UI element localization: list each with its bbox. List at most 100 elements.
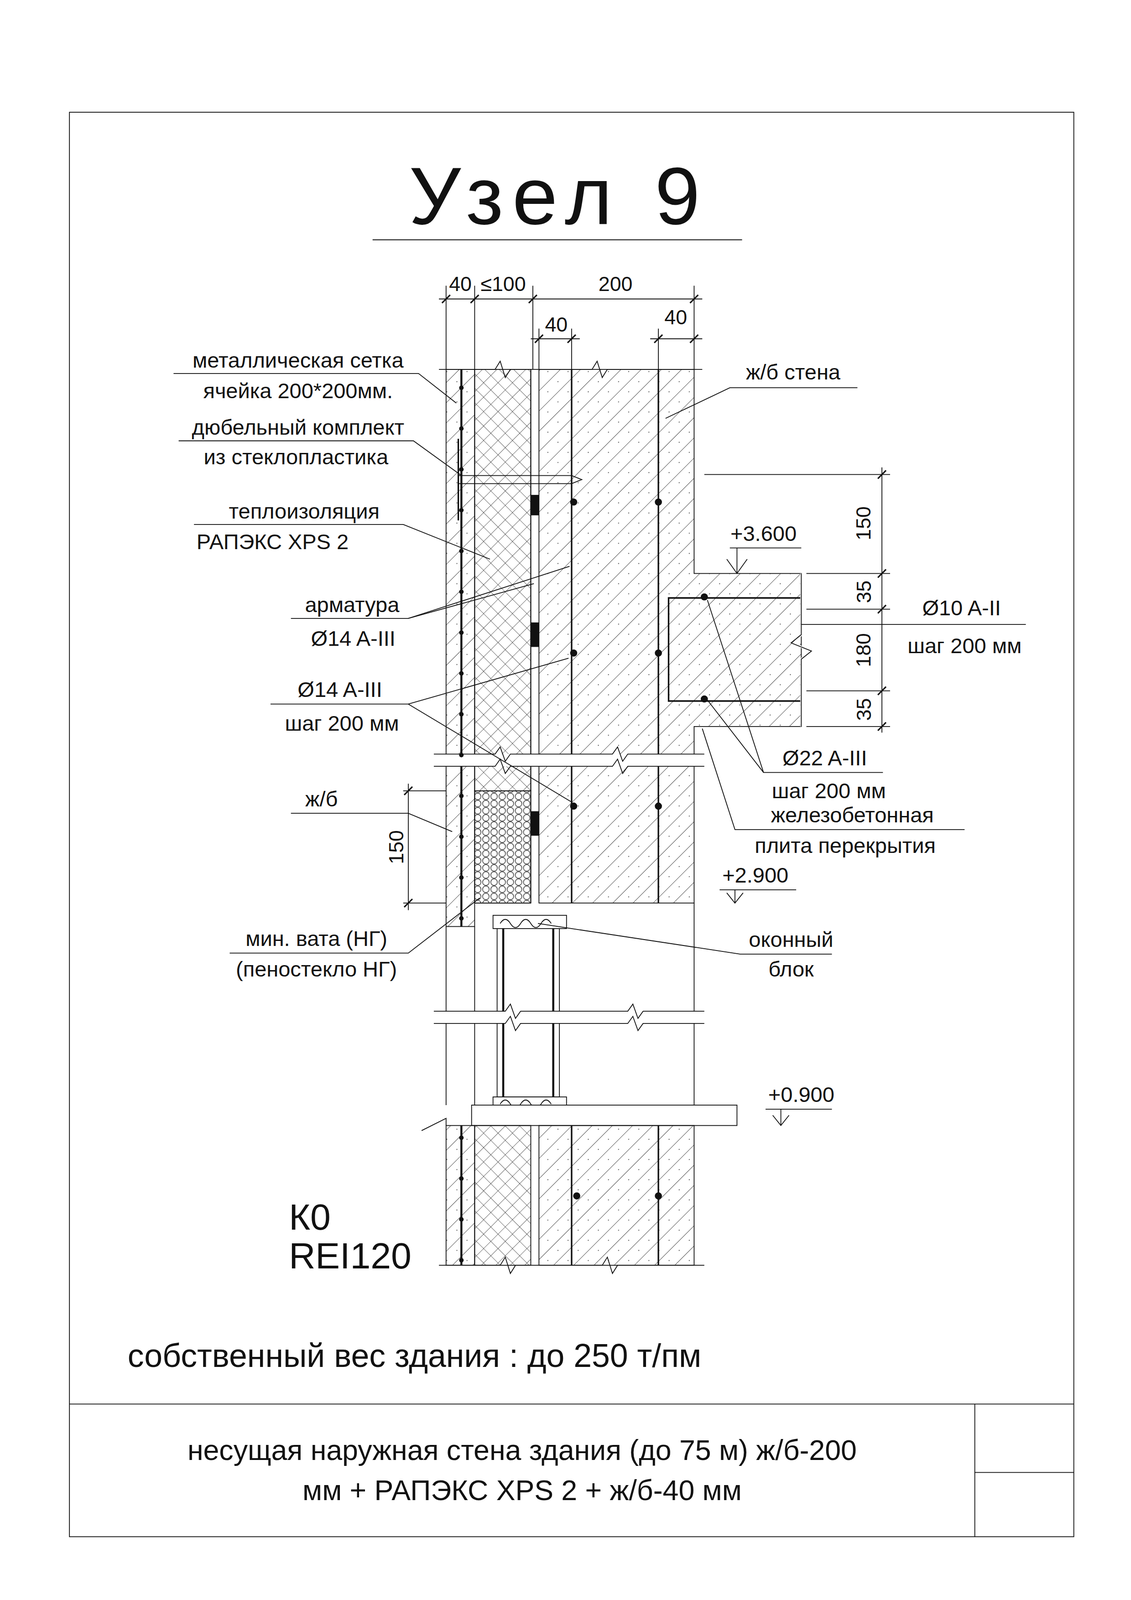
drawing-line (538, 1125, 694, 1267)
drawing-line (407, 783, 409, 911)
drawing-line (433, 1004, 705, 1019)
drawing-line (433, 754, 710, 767)
drawing-line (433, 1011, 710, 1024)
mesh-rebar-dot (458, 753, 464, 758)
drawing-line (654, 334, 663, 344)
drawing-line (806, 573, 890, 574)
callout-label: Ø10 A-II (922, 597, 1001, 619)
drawing-line (780, 1109, 782, 1126)
drawing-line (474, 369, 531, 792)
drawing-line (404, 787, 413, 796)
callout-label: (пеностекло НГ) (235, 958, 397, 980)
mesh-rebar-dot (458, 630, 464, 636)
dimension-text: 180 (853, 633, 874, 668)
drawing-line (438, 298, 703, 300)
mesh-rebar-dot (458, 1258, 464, 1263)
drawing-line (657, 328, 659, 370)
dimension-text: 40 (664, 307, 688, 328)
drawing-line (433, 1016, 705, 1031)
mesh-rebar-dot (458, 875, 464, 881)
drawing-line (700, 695, 709, 704)
dimension-text: 40 (544, 314, 568, 335)
load-note: собственный вес здания : до 250 т/пм (127, 1339, 702, 1373)
callout-label: мин. вата (НГ) (245, 927, 388, 950)
drawing-line (570, 369, 573, 904)
drawing-line (438, 361, 703, 378)
callout-label: Ø22 A-III (782, 747, 867, 769)
drawing-line (458, 385, 464, 1263)
drawing-line (534, 334, 543, 344)
drawing-line (657, 369, 659, 904)
drawing-line (881, 467, 883, 734)
mesh-rebar-dot (458, 793, 464, 799)
drawing-line (291, 583, 534, 619)
mesh-rebar-dot (458, 385, 464, 391)
callout-label: шаг 200 мм (907, 635, 1022, 657)
mesh-rebar-dot (458, 548, 464, 554)
dimension-text: 35 (853, 698, 874, 721)
drawing-line (654, 802, 662, 811)
drawing-line (493, 915, 567, 929)
level-mark: +2.900 (722, 864, 789, 887)
dimension-text: 200 (598, 273, 633, 295)
drawing-line (654, 498, 662, 506)
drawing-line (801, 624, 1026, 626)
drawing-line (408, 566, 570, 619)
drawing-line (689, 334, 699, 344)
drawing-line (442, 295, 699, 344)
drawing-line (404, 899, 413, 908)
drawing-line (877, 470, 887, 731)
drawing-line (270, 658, 569, 705)
drawing-line (460, 369, 463, 928)
drawing-line (707, 700, 764, 773)
callout-label: шаг 200 мм (285, 712, 400, 735)
drawing-line (570, 498, 578, 506)
mesh-rebar-dot (458, 1217, 464, 1223)
drawing-line (530, 622, 539, 648)
drawing-line (734, 890, 736, 904)
mesh-rebar-dot (458, 916, 464, 922)
drawing-line (500, 919, 552, 928)
drawing-line (69, 112, 1074, 1538)
drawing-line (538, 369, 802, 904)
drawing-line (772, 1115, 790, 1126)
drawing-line (693, 903, 695, 1106)
mesh-rebar-dot (458, 467, 464, 472)
callout-label: ж/б стена (745, 361, 841, 383)
fire-rating: REI120 (288, 1237, 412, 1275)
callout-label: блок (768, 958, 814, 980)
drawing-line (530, 495, 539, 516)
dimension-text: 150 (385, 830, 407, 865)
title-block-cell: несущая наружная стена здания (до 75 м) … (69, 1404, 975, 1538)
level-mark: +0.900 (768, 1084, 835, 1106)
dimension-text: ≤100 (480, 273, 526, 295)
drawing-line (528, 295, 537, 304)
drawing-line (877, 687, 887, 696)
drawing-line (69, 1404, 1074, 1406)
callout-label: арматура (304, 594, 400, 616)
drawing-line (729, 547, 802, 549)
drawing-line (474, 902, 531, 904)
mesh-rebar-dot (458, 589, 464, 595)
drawing-line (433, 759, 705, 774)
drawing-line (229, 898, 480, 954)
drawing-line (69, 112, 1074, 1538)
dimension-text: 150 (853, 506, 874, 541)
drawing-line (446, 369, 475, 928)
callout-label: из стеклопластика (203, 446, 389, 468)
drawing-line (372, 239, 743, 241)
drawing-line (173, 373, 457, 404)
callout-label: плита перекрытия (754, 834, 936, 857)
drawing-line (877, 722, 887, 731)
drawing-line (458, 475, 583, 485)
callout-label: Ø14 A-III (297, 678, 382, 701)
drawing-line (474, 1125, 531, 1267)
drawing-line (806, 690, 890, 692)
drawing-line (570, 802, 578, 811)
drawing-line (567, 334, 576, 344)
drawing-line (442, 295, 451, 304)
drawing-line (530, 811, 539, 837)
drawing-line (457, 438, 459, 521)
mesh-rebar-dot (458, 508, 464, 513)
drawing-line (665, 387, 858, 419)
